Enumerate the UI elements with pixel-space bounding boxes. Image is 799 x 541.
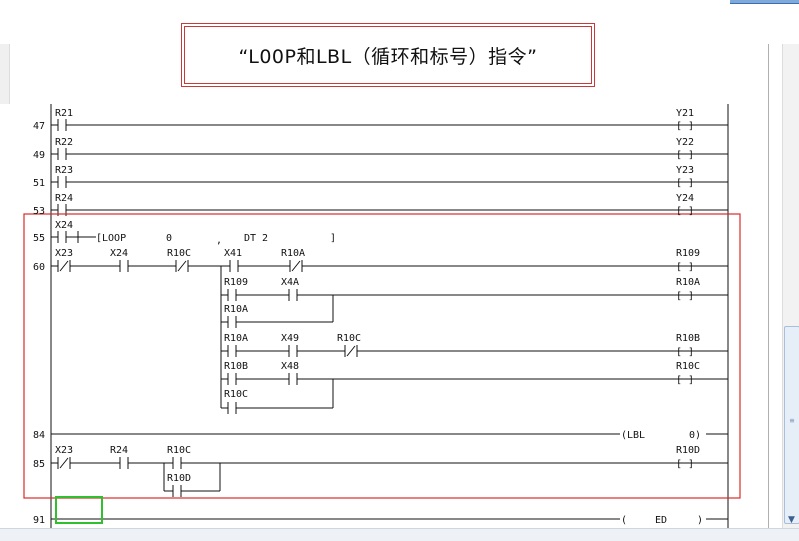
coil-symbol[interactable]: [ ]: [676, 459, 694, 470]
step-number: 49: [33, 150, 45, 161]
coil-symbol[interactable]: [ ]: [676, 375, 694, 386]
loop-arg1: 0: [166, 233, 172, 244]
coil-label: R10D: [676, 445, 700, 456]
contact-label: R10A: [281, 248, 305, 259]
contact-label: X48: [281, 361, 299, 372]
lbl-arg: 0): [689, 430, 701, 441]
coil-label: R10A: [676, 277, 700, 288]
coil-symbol[interactable]: [ ]: [676, 262, 694, 273]
end-instruction[interactable]: ED: [655, 515, 667, 526]
contact-label: R109: [224, 277, 248, 288]
step-number: 55: [33, 233, 45, 244]
step-number: 85: [33, 459, 45, 470]
contact-label: X24: [55, 220, 73, 231]
contact-label: R10A: [224, 333, 248, 344]
scroll-down-arrow-icon[interactable]: ▼: [788, 515, 795, 525]
contact-label: R10C: [224, 389, 248, 400]
lbl-instruction[interactable]: (LBL: [621, 430, 645, 441]
contact-label: R23: [55, 165, 73, 176]
horizontal-scrollbar[interactable]: [0, 528, 799, 541]
title-banner: “L00P和LBL（循环和标号）指令”: [181, 23, 595, 87]
coil-symbol[interactable]: [ ]: [676, 206, 694, 217]
end-close: ): [697, 515, 703, 526]
step-number: 84: [33, 430, 45, 441]
coil-label: Y21: [676, 108, 694, 119]
contact-label: R10C: [167, 248, 191, 259]
loop-instruction[interactable]: [LOOP: [96, 233, 126, 244]
contact-label: R10A: [224, 304, 248, 315]
left-panel-edge: [0, 44, 10, 104]
loop-arg2: DT 2: [244, 233, 268, 244]
scrollbar-thumb[interactable]: ≡: [784, 326, 799, 524]
contact-label: X4A: [281, 277, 299, 288]
coil-label: R10C: [676, 361, 700, 372]
coil-label: Y22: [676, 137, 694, 148]
loop-close: ]: [330, 233, 336, 244]
vertical-scrollbar[interactable]: ≡ ▼: [782, 44, 799, 528]
cursor-box[interactable]: [55, 496, 103, 524]
step-number: 60: [33, 262, 45, 273]
coil-symbol[interactable]: [ ]: [676, 121, 694, 132]
contact-label: X49: [281, 333, 299, 344]
contact-label: R10D: [167, 473, 191, 484]
toolbar-button[interactable]: [730, 0, 799, 4]
contact-label: R10C: [167, 445, 191, 456]
editor-border: [768, 44, 769, 528]
contact-label: R10B: [224, 361, 248, 372]
loop-comma: ,: [216, 235, 222, 246]
page-title: “L00P和LBL（循环和标号）指令”: [238, 45, 538, 68]
contact-label: X41: [224, 248, 242, 259]
coil-label: Y24: [676, 193, 694, 204]
step-number: 47: [33, 121, 45, 132]
coil-label: R109: [676, 248, 700, 259]
coil-symbol[interactable]: [ ]: [676, 347, 694, 358]
step-number: 51: [33, 178, 45, 189]
contact-label: X23: [55, 445, 73, 456]
contact-label: R10C: [337, 333, 361, 344]
selection-highlight-box: [23, 213, 741, 499]
contact-label: X24: [110, 248, 128, 259]
contact-label: R22: [55, 137, 73, 148]
grip-icon: ≡: [789, 416, 795, 425]
contact-label: R24: [110, 445, 128, 456]
contact-label: X23: [55, 248, 73, 259]
contact-label: R21: [55, 108, 73, 119]
coil-label: R10B: [676, 333, 700, 344]
end-open: (: [621, 515, 627, 526]
step-number: 53: [33, 206, 45, 217]
coil-symbol[interactable]: [ ]: [676, 178, 694, 189]
coil-symbol[interactable]: [ ]: [676, 291, 694, 302]
contact-label: R24: [55, 193, 73, 204]
coil-label: Y23: [676, 165, 694, 176]
step-number: 91: [33, 515, 45, 526]
coil-symbol[interactable]: [ ]: [676, 150, 694, 161]
